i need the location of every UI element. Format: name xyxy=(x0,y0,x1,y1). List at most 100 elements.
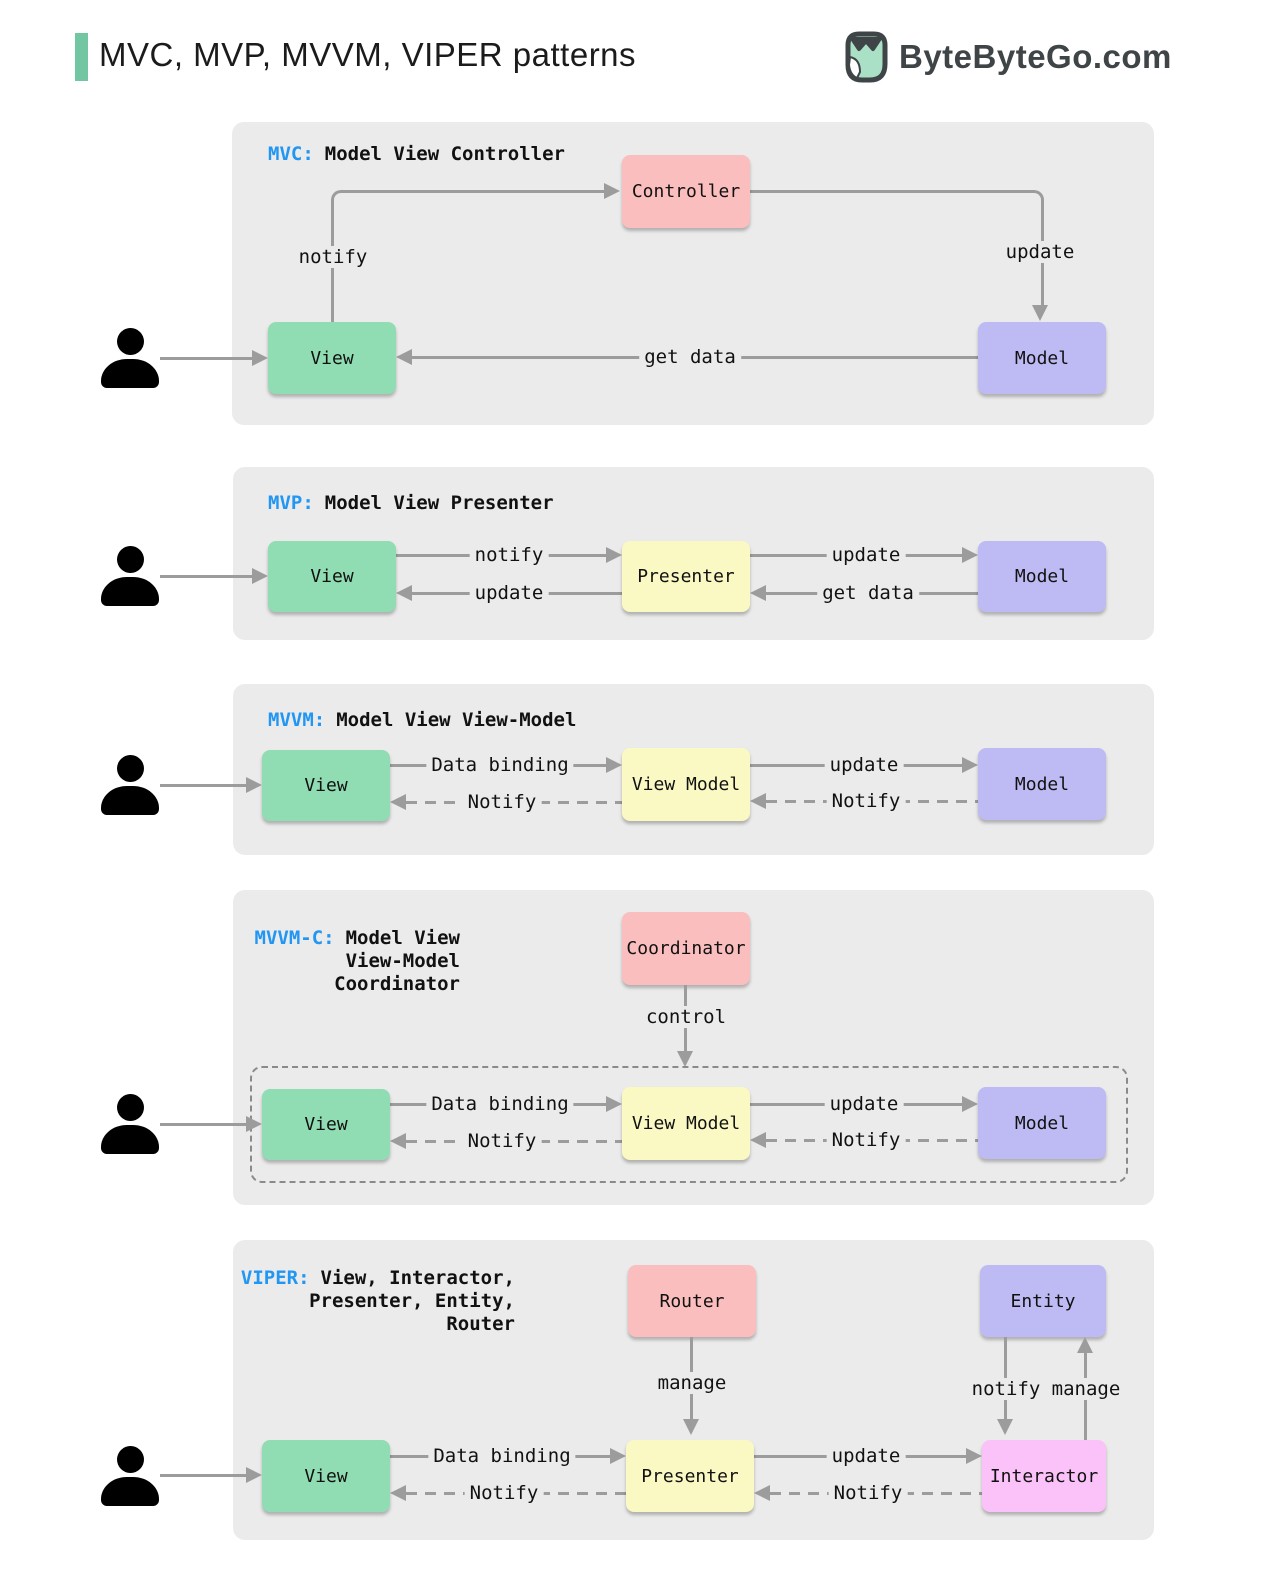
arrowhead-mvvm-data-binding xyxy=(606,757,622,773)
arrowhead-mvp-notify xyxy=(606,547,622,563)
viper-data-binding-label: Data binding xyxy=(428,1445,576,1467)
viper-interactor-box: Interactor xyxy=(982,1440,1106,1512)
mvc-acronym: MVC: xyxy=(268,143,314,165)
viper-manage-down-label: manage xyxy=(652,1372,732,1394)
mvvm-view-model-box: View Model xyxy=(622,748,750,821)
viper-title-line2: Presenter, Entity, xyxy=(309,1290,515,1312)
arrowhead-viper-manage-down xyxy=(683,1419,699,1435)
viper-title-line3: Router xyxy=(446,1313,515,1335)
mvvm-name: Model View View-Model xyxy=(336,709,577,731)
arrow-mvc-notify xyxy=(331,190,611,325)
mvvm-notify-right-label: Notify xyxy=(826,790,906,812)
mvc-get-data-label: get data xyxy=(639,346,741,368)
arrowhead-viper-manage-up xyxy=(1077,1337,1093,1353)
user-icon xyxy=(100,755,160,817)
mvc-update-label: update xyxy=(1000,241,1080,263)
arrowhead-mvc-get-data xyxy=(396,349,412,365)
viper-panel-title: VIPER:View, Interactor, Presenter, Entit… xyxy=(235,1267,515,1336)
mvc-panel-title: MVC: Model View Controller xyxy=(268,143,565,166)
mvp-panel-title: MVP: Model View Presenter xyxy=(268,492,554,515)
mvvm-panel-title: MVVM: Model View View-Model xyxy=(268,709,576,732)
mvvm-notify-left-label: Notify xyxy=(462,791,542,813)
arrowhead-user-mvvm xyxy=(246,777,262,793)
brand-name: ByteByteGo.com xyxy=(899,38,1172,75)
arrowhead-viper-data-binding xyxy=(610,1448,626,1464)
arrowhead-user-viper xyxy=(246,1467,262,1483)
mvvmc-coordinator-box: Coordinator xyxy=(622,912,750,985)
mvc-model-box: Model xyxy=(978,322,1106,394)
page-title: MVC, MVP, MVVM, VIPER patterns xyxy=(99,36,637,73)
mvvm-update-label: update xyxy=(824,754,904,776)
viper-notify-left-label: Notify xyxy=(464,1482,544,1504)
mvvm-model-box: Model xyxy=(978,748,1106,820)
viper-presenter-box: Presenter xyxy=(626,1440,754,1512)
arrow-user-mvp xyxy=(160,575,252,578)
viper-router-box: Router xyxy=(628,1265,756,1337)
mvp-get-data-label: get data xyxy=(817,582,919,604)
mvp-name: Model View Presenter xyxy=(324,492,554,514)
arrowhead-viper-update xyxy=(966,1448,982,1464)
arrowhead-mvvm-update xyxy=(962,757,978,773)
mvp-update-right-label: update xyxy=(826,544,906,566)
user-icon xyxy=(100,1446,160,1508)
mvvmc-model-box: Model xyxy=(978,1087,1106,1159)
mvc-name: Model View Controller xyxy=(324,143,565,165)
arrowhead-viper-notify-left xyxy=(390,1485,406,1501)
arrowhead-user-mvc xyxy=(252,350,268,366)
mvp-presenter-box: Presenter xyxy=(622,541,750,612)
mvvm-data-binding-label: Data binding xyxy=(426,754,574,776)
arrowhead-mvvm-notify-right xyxy=(750,793,766,809)
mvvmc-notify-right-label: Notify xyxy=(826,1129,906,1151)
arrow-user-mvc xyxy=(160,357,252,360)
mvvmc-view-model-box: View Model xyxy=(622,1087,750,1160)
arrowhead-mvvmc-data-binding xyxy=(606,1096,622,1112)
mvp-update-left-label: update xyxy=(469,582,549,604)
viper-manage-up-label: manage xyxy=(1046,1378,1126,1400)
arrow-user-mvvm xyxy=(160,784,246,787)
mvvmc-panel-title: MVVM-C:Model View View-Model Coordinator xyxy=(250,927,460,996)
arrow-user-viper xyxy=(160,1474,246,1477)
mvvm-acronym: MVVM: xyxy=(268,709,326,731)
viper-acronym: VIPER: xyxy=(240,1267,310,1289)
arrowhead-mvvm-notify-left xyxy=(390,794,406,810)
arrowhead-mvvmc-notify-right xyxy=(750,1132,766,1148)
arrow-user-mvvmc xyxy=(160,1123,246,1126)
arrowhead-mvp-get-data xyxy=(750,585,766,601)
mvvmc-view-box: View xyxy=(262,1089,390,1160)
mvp-acronym: MVP: xyxy=(268,492,314,514)
mvvmc-title-line1: MVVM-C:Model View xyxy=(254,927,460,949)
viper-title-line1: VIPER:View, Interactor, xyxy=(240,1267,515,1289)
mvvmc-control-label: control xyxy=(640,1006,732,1028)
arrowhead-mvvmc-control xyxy=(677,1051,693,1067)
user-icon xyxy=(100,546,160,608)
viper-notify-right-label: Notify xyxy=(828,1482,908,1504)
mvc-view-box: View xyxy=(268,322,396,394)
viper-view-box: View xyxy=(262,1440,390,1512)
user-icon xyxy=(100,1094,160,1156)
arrowhead-user-mvvmc xyxy=(246,1116,262,1132)
arrowhead-mvc-update xyxy=(1032,305,1048,321)
mvc-controller-box: Controller xyxy=(622,155,750,228)
arrowhead-mvc-notify xyxy=(604,183,620,199)
user-icon xyxy=(100,328,160,390)
mvp-notify-label: notify xyxy=(469,544,549,566)
arrowhead-mvvmc-update xyxy=(962,1096,978,1112)
mvp-view-box: View xyxy=(268,541,396,612)
viper-notify-down-label: notify xyxy=(966,1378,1046,1400)
arrowhead-viper-notify-right xyxy=(754,1485,770,1501)
bytebytego-logo-icon xyxy=(845,31,888,83)
mvvm-view-box: View xyxy=(262,750,390,821)
mvvmc-title-line2: View-Model xyxy=(345,950,460,972)
mvp-model-box: Model xyxy=(978,541,1106,612)
mvvmc-acronym: MVVM-C: xyxy=(254,927,335,949)
arrowhead-mvvmc-notify-left xyxy=(390,1133,406,1149)
mvvmc-notify-left-label: Notify xyxy=(462,1130,542,1152)
arrowhead-mvp-update-left xyxy=(396,585,412,601)
arrowhead-user-mvp xyxy=(252,568,268,584)
brand-logo: ByteByteGo.com xyxy=(841,30,1172,84)
viper-entity-box: Entity xyxy=(980,1265,1106,1337)
arrowhead-viper-notify-down xyxy=(997,1419,1013,1435)
mvvmc-update-label: update xyxy=(824,1093,904,1115)
arrowhead-mvp-update-right xyxy=(962,547,978,563)
